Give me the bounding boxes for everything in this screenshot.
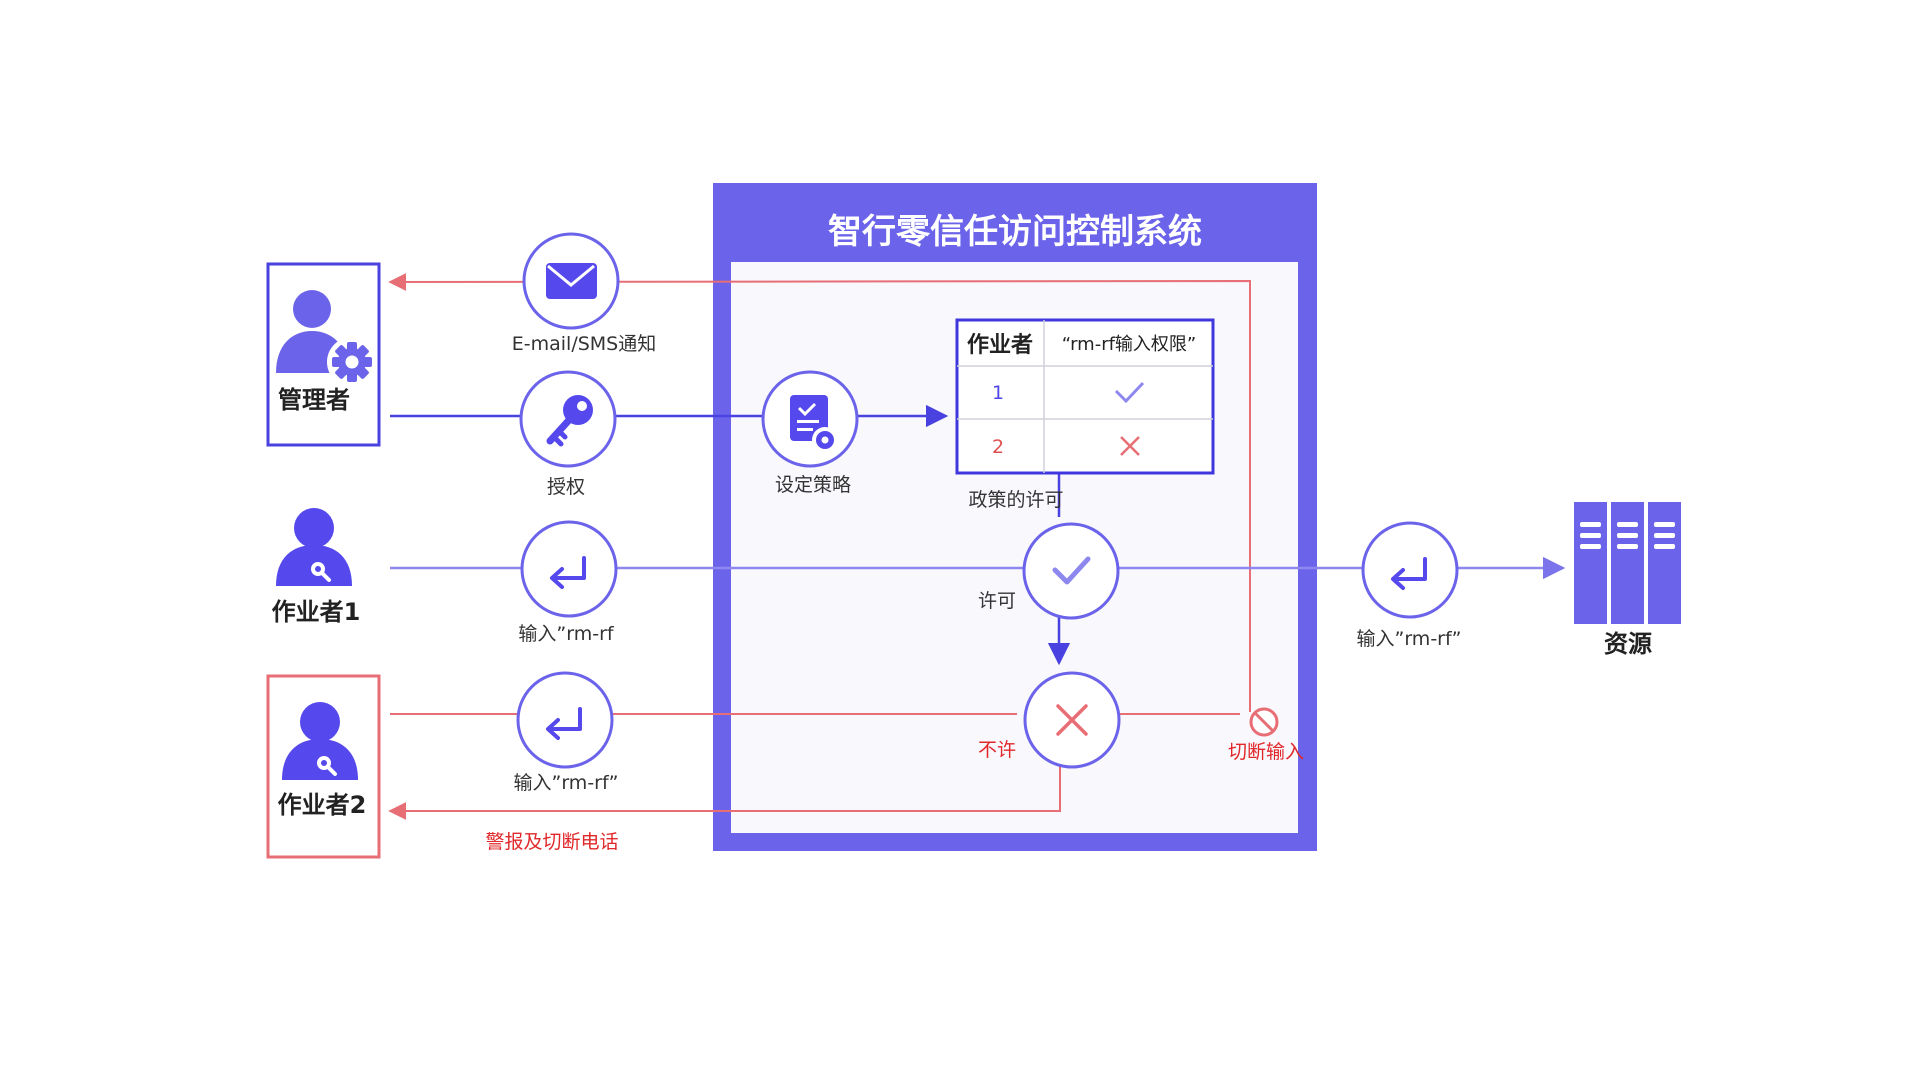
notify-node: E-mail/SMS通知 [512,232,657,355]
deny-label: 不许 [978,739,1016,761]
set-policy-node: 设定策略 [761,370,859,496]
key-icon [546,395,593,447]
deny-node: 不许 [978,671,1121,769]
system-title: 智行零信任访问控制系统 [828,212,1202,252]
worker1-input-label: 输入”rm-rf [518,623,614,645]
enter-return-icon [546,707,582,740]
worker2-input-label: 输入”rm-rf” [513,772,618,794]
table-header-worker: 作业者 [967,333,1033,358]
cross-icon [1056,704,1088,736]
check-icon [1114,381,1145,404]
worker2-actor: 作业者2 [266,674,381,859]
admin-actor: 管理者 [266,262,381,447]
permit-label: 许可 [978,590,1016,612]
cut-input-node: 切断输入 [1228,707,1304,763]
cut-input-label: 切断输入 [1228,741,1304,763]
grant-label: 授权 [547,476,585,498]
cross-icon [1120,436,1140,456]
table-row-2-id: 2 [992,436,1004,458]
resource-label: 资源 [1604,630,1652,658]
alarm-line [388,762,1061,820]
worker-user-wrench-icon [282,702,358,780]
grant-node: 授权 [519,370,617,498]
enter-return-icon [550,556,586,589]
resource: 资源 [1574,502,1681,658]
envelope-icon [546,263,597,299]
notify-label: E-mail/SMS通知 [512,333,657,355]
permit-node: 许可 [978,522,1120,620]
admin-label: 管理者 [278,386,350,414]
worker2-label: 作业者2 [278,791,367,819]
resource-input-label: 输入”rm-rf” [1356,628,1461,650]
worker1-actor: 作业者1 [272,508,361,626]
worker-user-wrench-icon [276,508,352,586]
table-header-permission: “rm-rf输入权限” [1062,334,1197,355]
admin-user-gear-icon [276,290,377,387]
enter-return-icon [1391,557,1427,590]
table-row-1-id: 1 [992,382,1004,404]
server-rack-icon [1574,502,1681,624]
resource-input-node: 输入”rm-rf” [1356,521,1462,650]
alarm-label: 警报及切断电话 [485,831,618,853]
worker2-input-node: 输入”rm-rf” [513,671,619,794]
prohibited-icon [1249,707,1279,737]
document-gear-icon [790,395,838,453]
worker1-label: 作业者1 [272,598,361,626]
policy-permit-label: 政策的许可 [968,489,1063,511]
policy-table: 作业者 “rm-rf输入权限” 1 2 政策的许可 [955,318,1215,511]
check-icon [1052,556,1091,585]
worker1-input-node: 输入”rm-rf [518,520,618,645]
set-policy-label: 设定策略 [775,474,851,496]
